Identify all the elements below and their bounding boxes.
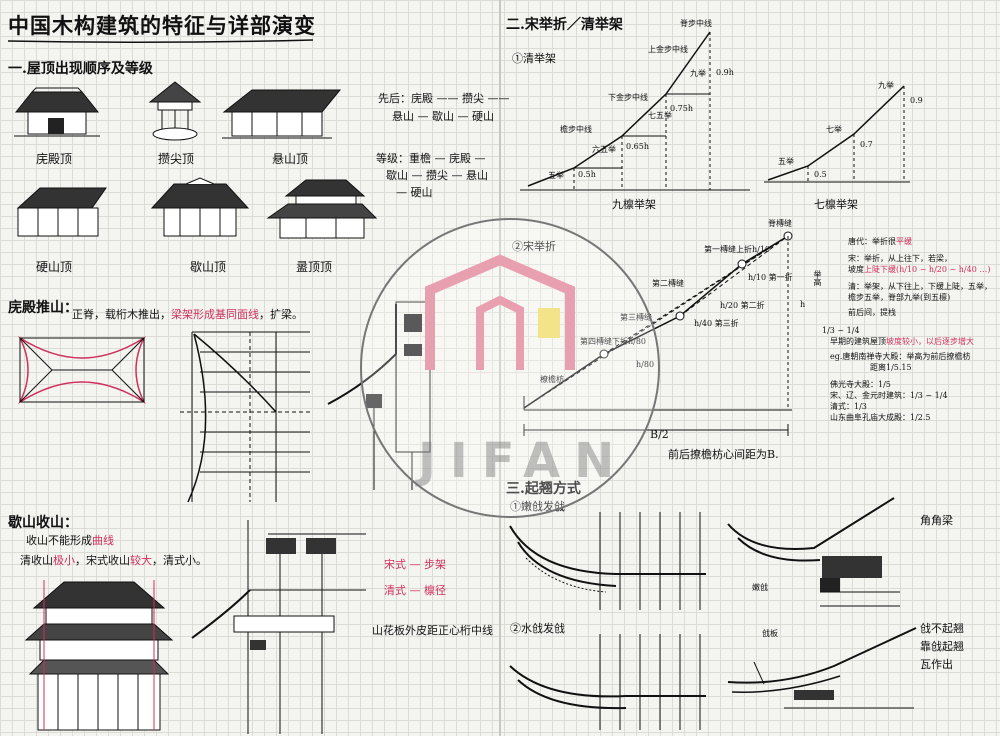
wudian-roof-sketch <box>14 87 100 137</box>
nenqiang-eave-sketch <box>509 512 706 610</box>
nine-label-4: 五举 <box>548 171 564 180</box>
seven-purlin-diagram <box>764 85 910 183</box>
grade-line-3: — 硬山 <box>396 186 433 199</box>
song-label-7: h/20 第二折 <box>720 301 765 310</box>
section1-heading: 一.屋顶出现顺序及等级 <box>8 61 153 77</box>
nine-label-8: 0.5h <box>578 170 596 179</box>
xieshan-note-shanhua: 山花板外皮距正心桁中线 <box>372 624 493 637</box>
roof-label-wudian: 庑殿顶 <box>36 152 73 166</box>
seven-label-3: 0.5 <box>814 170 827 179</box>
roof-label-xieshan: 歇山顶 <box>190 260 227 274</box>
nine-label-5: 六五举 <box>592 145 616 154</box>
shuiqiang-subheading: ②水戗发戗 <box>510 622 565 635</box>
nine-label-9: 0.65h <box>626 142 649 151</box>
cuanjian-roof-sketch <box>148 81 202 141</box>
xieshan-line-1: 收山不能形成曲线 <box>26 534 114 547</box>
tuishan-desc: 正脊，载桁木推出，梁架形成基同面线，扩梁。 <box>72 308 303 321</box>
roof-label-xuanshan: 悬山顶 <box>272 152 309 166</box>
nine-label-2: 下金步中线 <box>608 93 648 102</box>
qing-jujia-subheading: ①清举架 <box>512 52 556 65</box>
xieshan-elevation-sketch <box>24 580 174 731</box>
nine-label-6: 七五举 <box>648 111 672 120</box>
tuishan-plan-diagram <box>18 335 146 405</box>
qiang-note-3: 瓦作出 <box>920 658 953 671</box>
seven-label-4: 0.7 <box>860 140 873 149</box>
song-label-1: 第一槫缝上折h/10 <box>704 245 771 254</box>
corner-beam-label: 角角梁 <box>920 514 953 527</box>
song-label-10: 举高 <box>813 270 822 286</box>
song-side-label: 1/3 ~ 1/4 <box>822 326 860 335</box>
xieshan-heading: 歇山收山： <box>8 515 78 531</box>
song-label-8: h/40 第三折 <box>694 319 739 328</box>
watermark-text: JIFAN <box>418 433 629 489</box>
page-title: 中国木构建筑的特征与详部演变 <box>8 13 316 38</box>
nine-label-11: 0.9h <box>716 68 734 77</box>
section2-heading: 二.宋举折／清举架 <box>506 17 623 33</box>
pitch-notes: 早期的建筑屋顶坡度较小，以后逐步增大 eg.唐朝南禅寺大殿：举高为前后撩檐枋 距… <box>830 337 974 422</box>
qiang-note-2: 靠戗起翘 <box>920 640 964 653</box>
song-label-12: B/2 <box>650 428 669 441</box>
roof-label-cuanjian: 攒尖顶 <box>158 152 195 166</box>
grade-line-1: 等级：重檐 — 庑殿 — <box>376 152 486 165</box>
song-label-11: h <box>800 300 806 309</box>
nine-caption: 九檩举架 <box>612 198 656 211</box>
grade-line-2: 歇山 — 攒尖 — 悬山 <box>386 169 488 182</box>
watermark-stamp <box>360 218 660 518</box>
tuishan-section-diagram <box>180 331 310 503</box>
song-base-caption: 前后撩檐枋心间距为B. <box>668 448 779 461</box>
xieshan-roof-sketch <box>150 177 250 237</box>
roof-label-chongyan: 盝顶顶 <box>296 260 333 274</box>
song-label-0: 脊槫缝 <box>768 219 792 228</box>
nine-label-1: 上金步中线 <box>648 45 688 54</box>
seven-label-0: 五举 <box>778 157 794 166</box>
nine-label-10: 0.75h <box>670 104 693 113</box>
nine-label-0: 脊步中线 <box>680 19 712 28</box>
title-underline <box>7 39 314 44</box>
chongyan-roof-sketch <box>266 179 378 239</box>
corner-beam-sketch <box>727 497 900 607</box>
xieshan-line-2: 清收山极小，宋式收山较大，清式小。 <box>20 554 207 567</box>
shuiqiang-eave-sketch <box>509 634 706 730</box>
roof-label-yingshan: 硬山顶 <box>36 260 73 274</box>
xieshan-note-song: 宋式 — 步架 <box>384 558 446 571</box>
nine-purlin-diagram <box>520 31 750 191</box>
qiang-note-1: 戗不起翘 <box>920 622 964 635</box>
xuanshan-roof-sketch <box>222 89 342 139</box>
xieshan-section-sketch <box>191 520 366 734</box>
order-line-1: 先后：庑殿 —— 攒尖 —— <box>378 92 510 105</box>
watermark-logo-icon <box>425 254 575 370</box>
nine-label-7: 九举 <box>690 69 706 78</box>
seven-label-2: 九举 <box>878 81 894 90</box>
song-label-2: 第二槫缝 <box>652 279 684 288</box>
seven-label-5: 0.9 <box>910 96 923 105</box>
nine-label-3: 檐步中线 <box>560 125 592 134</box>
xieshan-note-qing: 清式 — 檩径 <box>384 584 446 597</box>
gangban-label: 戗板 <box>762 629 778 638</box>
yingshan-roof-sketch <box>16 187 107 237</box>
seven-label-1: 七举 <box>826 125 842 134</box>
song-label-6: h/10 第一折 <box>748 273 793 282</box>
gangban-sketch <box>727 627 917 709</box>
seven-caption: 七檩举架 <box>814 198 858 211</box>
nenqiang-label: 嫩戗 <box>752 583 768 592</box>
order-line-2: 悬山 — 歇山 — 硬山 <box>392 110 494 123</box>
tuishan-heading: 庑殿推山： <box>8 300 78 316</box>
jushe-notes: 唐代：举折很平缓 宋：举折，从上往下，若梁， 坡度上陡下缓(h/10 ~ h/2… <box>848 237 992 317</box>
